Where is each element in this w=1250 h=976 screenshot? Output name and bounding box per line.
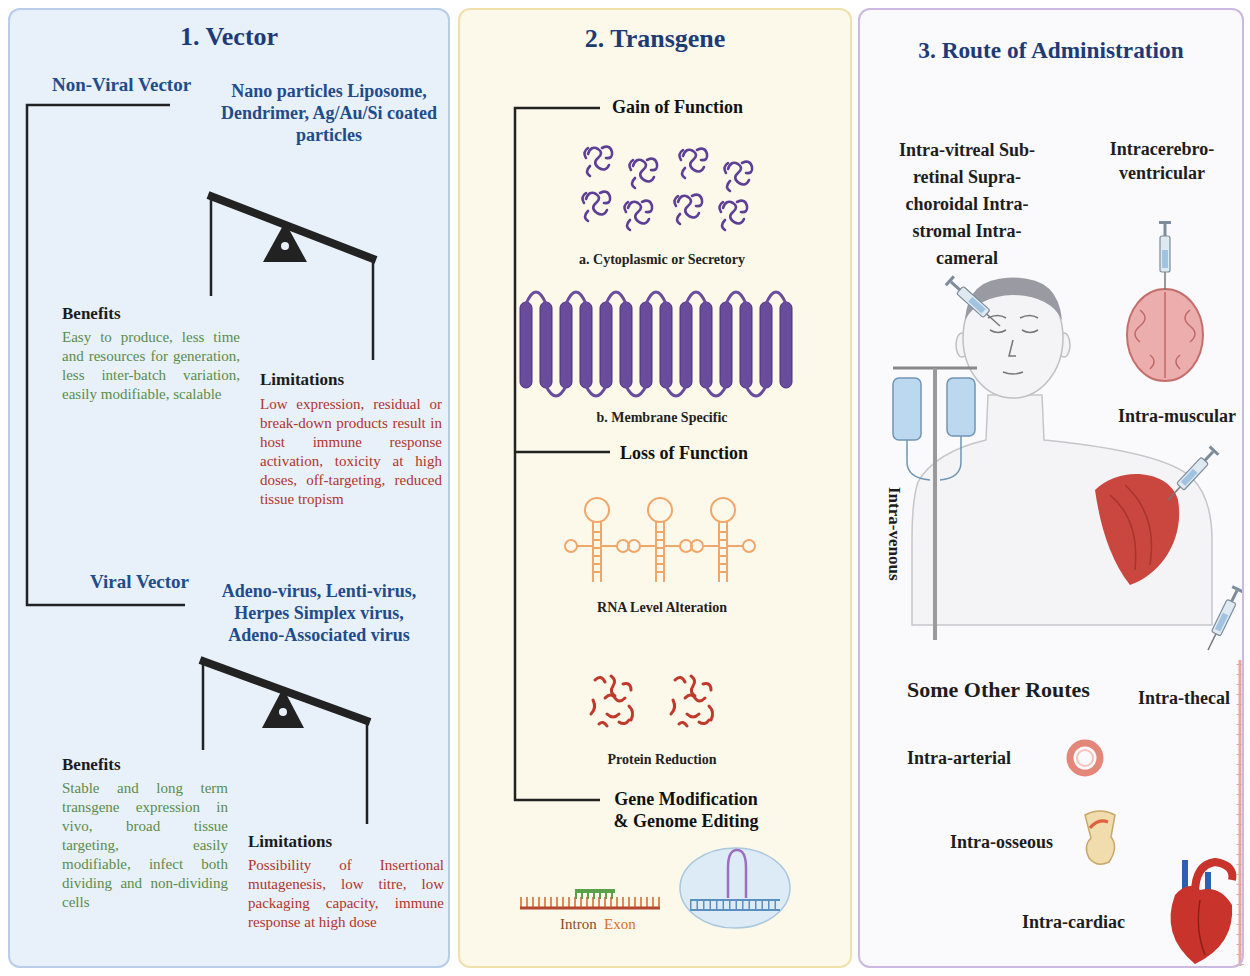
route-label: Intra-arterial bbox=[907, 746, 1011, 770]
benefit-text: Stable and long term transgene expressio… bbox=[62, 779, 228, 912]
route-label: Intra-vitreal Sub-retinal Supra-choroida… bbox=[895, 137, 1039, 272]
category-label: Gene Modification & Genome Editing bbox=[606, 788, 766, 832]
branch-label: Non-Viral Vector bbox=[52, 74, 191, 96]
limitation-text: Low expression, residual or break-down p… bbox=[260, 395, 442, 509]
route-label: Intra-thecal bbox=[1138, 686, 1230, 710]
benefit-heading: Benefits bbox=[62, 304, 121, 324]
route-label: Intra-venous bbox=[882, 487, 906, 581]
panel-title: 2. Transgene bbox=[460, 24, 850, 54]
figure-caption: Protein Reduction bbox=[522, 752, 802, 768]
figure-caption: a. Cytoplasmic or Secretory bbox=[522, 252, 802, 268]
vector-types: Nano particles Liposome, Dendrimer, Ag/A… bbox=[220, 80, 438, 146]
panel: 1. VectorNon-Viral Vector Nano particles … bbox=[8, 8, 450, 968]
route-label: Intra-muscular bbox=[1118, 404, 1236, 428]
branch-label: Viral Vector bbox=[90, 571, 189, 593]
figure-caption: b. Membrane Specific bbox=[522, 410, 802, 426]
category-label: Gain of Function bbox=[612, 96, 743, 118]
gene-part-label: Intron bbox=[560, 916, 597, 933]
figure-caption: RNA Level Alteration bbox=[522, 600, 802, 616]
category-label: Loss of Function bbox=[620, 442, 748, 464]
gene-part-label: Exon bbox=[604, 916, 636, 933]
panel: 3. Route of AdministrationIntra-vitreal … bbox=[858, 8, 1244, 968]
vector-types: Adeno-virus, Lenti-virus, Herpes Simplex… bbox=[210, 580, 428, 646]
route-label: Intracerebro-ventricular bbox=[1101, 137, 1223, 185]
section-heading: Some Other Routes bbox=[907, 677, 1090, 703]
route-label: Intra-osseous bbox=[950, 830, 1053, 854]
limitation-heading: Limitations bbox=[248, 832, 332, 852]
panel-title: 3. Route of Administration bbox=[860, 37, 1242, 64]
limitation-heading: Limitations bbox=[260, 370, 344, 390]
route-label: Intra-cardiac bbox=[1022, 910, 1125, 934]
benefit-heading: Benefits bbox=[62, 755, 121, 775]
panel: 2. TransgeneGain of Function a. Cytoplasm… bbox=[458, 8, 852, 968]
panel-title: 1. Vector bbox=[10, 22, 448, 52]
benefit-text: Easy to produce, less time and resources… bbox=[62, 328, 240, 404]
limitation-text: Possibility of Insertional mutagenesis, … bbox=[248, 856, 444, 932]
